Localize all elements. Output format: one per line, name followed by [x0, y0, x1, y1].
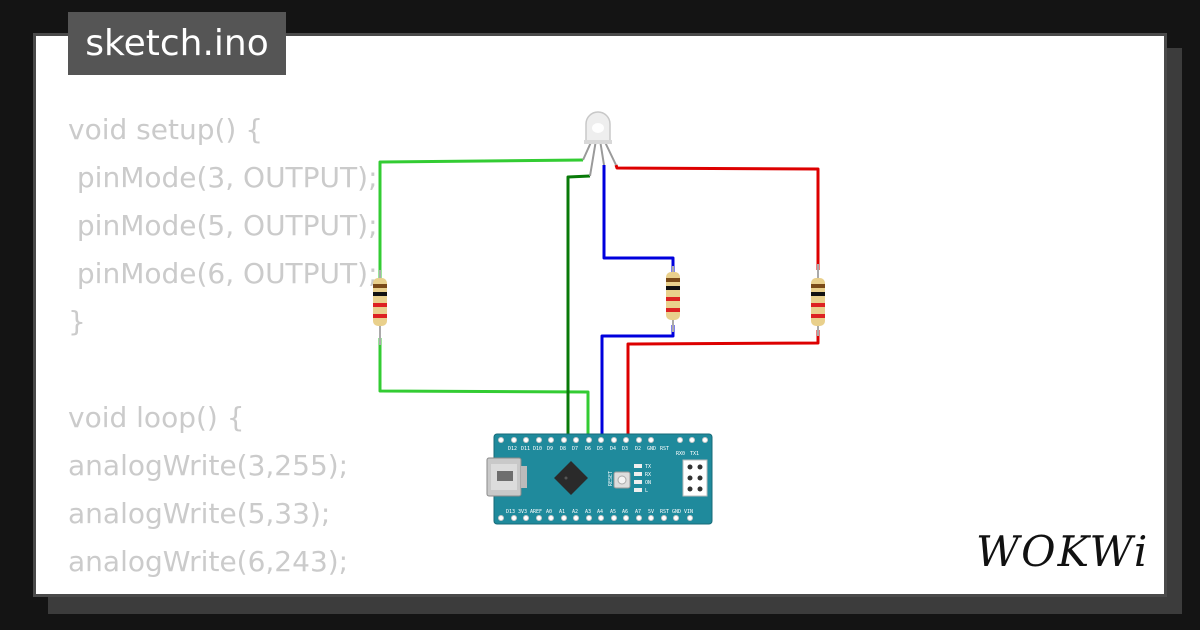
code-line: delay(500); — [68, 586, 378, 594]
pin-label: D6 — [585, 446, 591, 452]
reset-button[interactable]: RESET — [608, 471, 631, 489]
pin-label: VIN — [684, 509, 693, 515]
microcontroller-chip — [554, 461, 588, 495]
pin-label: GND — [647, 446, 656, 452]
filename-tab[interactable]: sketch.ino — [68, 12, 286, 75]
pin-label: D9 — [547, 446, 553, 452]
code-line: pinMode(5, OUTPUT); — [68, 209, 378, 242]
wire-blue-lower[interactable] — [600, 325, 675, 438]
pin-label: 5V — [648, 509, 654, 515]
rgb-led[interactable] — [582, 111, 617, 177]
led-label: ON — [645, 480, 651, 486]
pin-label: D2 — [635, 446, 641, 452]
wire-red-upper[interactable] — [614, 164, 820, 270]
pin-label: RX0 — [676, 451, 685, 457]
pin-label: D11 — [521, 446, 530, 452]
code-line: void loop() { — [68, 401, 245, 434]
code-line: analogWrite(6,243); — [68, 545, 349, 578]
pin-label: 3V3 — [518, 509, 527, 515]
bottom-pin-labels: D13 3V3 AREF A0 A1 A2 A3 A4 A5 A6 A7 5V … — [506, 509, 693, 515]
pin-label: RST — [660, 446, 669, 452]
pin-label: D7 — [572, 446, 578, 452]
wokwi-logo: WOKWi — [976, 527, 1150, 576]
wire-blue-upper[interactable] — [602, 165, 675, 272]
code-line: analogWrite(3,255); — [68, 449, 349, 482]
pin-label: A3 — [585, 509, 591, 515]
resistor-3[interactable] — [811, 264, 825, 336]
led-label: RX — [645, 472, 651, 478]
top-pin-headers — [498, 437, 708, 443]
pin-label: RST — [660, 509, 669, 515]
pin-label: A5 — [610, 509, 616, 515]
reset-label: RESET — [608, 471, 614, 486]
code-line: pinMode(6, OUTPUT); — [68, 257, 378, 290]
pin-label: D4 — [610, 446, 616, 452]
pin-label: A1 — [559, 509, 565, 515]
led-label: L — [645, 488, 648, 494]
code-line: } — [68, 305, 86, 338]
code-area: void setup() { pinMode(3, OUTPUT); pinMo… — [36, 36, 1164, 594]
pin-label: A7 — [635, 509, 641, 515]
pin-label: AREF — [530, 509, 542, 515]
pin-label: D13 — [506, 509, 515, 515]
wire-green-light[interactable] — [378, 158, 584, 278]
code-editor: void setup() { pinMode(3, OUTPUT); pinMo… — [68, 106, 378, 594]
code-line: void setup() { — [68, 113, 264, 146]
code-line: pinMode(3, OUTPUT); — [68, 161, 378, 194]
wires — [378, 158, 820, 440]
pin-label: GND — [672, 509, 681, 515]
arduino-nano[interactable]: D12 D11 D10 D9 D8 D7 D6 D5 D4 D3 D2 GND … — [486, 433, 713, 525]
code-line: analogWrite(5,33); — [68, 497, 331, 530]
pin-label: A4 — [597, 509, 603, 515]
pin-label: D12 — [508, 446, 517, 452]
wire-green-dark[interactable] — [566, 174, 655, 440]
pin-label: A2 — [572, 509, 578, 515]
pin-label: D3 — [622, 446, 628, 452]
pin-label: A6 — [622, 509, 628, 515]
top-pin-labels: D12 D11 D10 D9 D8 D7 D6 D5 D4 D3 D2 GND … — [508, 446, 699, 457]
bottom-pin-headers — [498, 515, 693, 521]
usb-connector — [486, 457, 527, 497]
pin-label: A0 — [546, 509, 552, 515]
status-leds: TX RX ON L — [634, 464, 651, 494]
pin-label: D10 — [533, 446, 542, 452]
wire-red-lower[interactable] — [626, 330, 820, 438]
pin-label: D8 — [560, 446, 566, 452]
wire-green-light-lower[interactable] — [378, 338, 590, 438]
led-label: TX — [645, 464, 651, 470]
pin-label: TX1 — [690, 451, 699, 457]
resistor-2[interactable] — [666, 266, 680, 332]
resistor-1[interactable] — [373, 270, 387, 345]
pin-label: D5 — [597, 446, 603, 452]
icsp-header — [682, 459, 708, 497]
